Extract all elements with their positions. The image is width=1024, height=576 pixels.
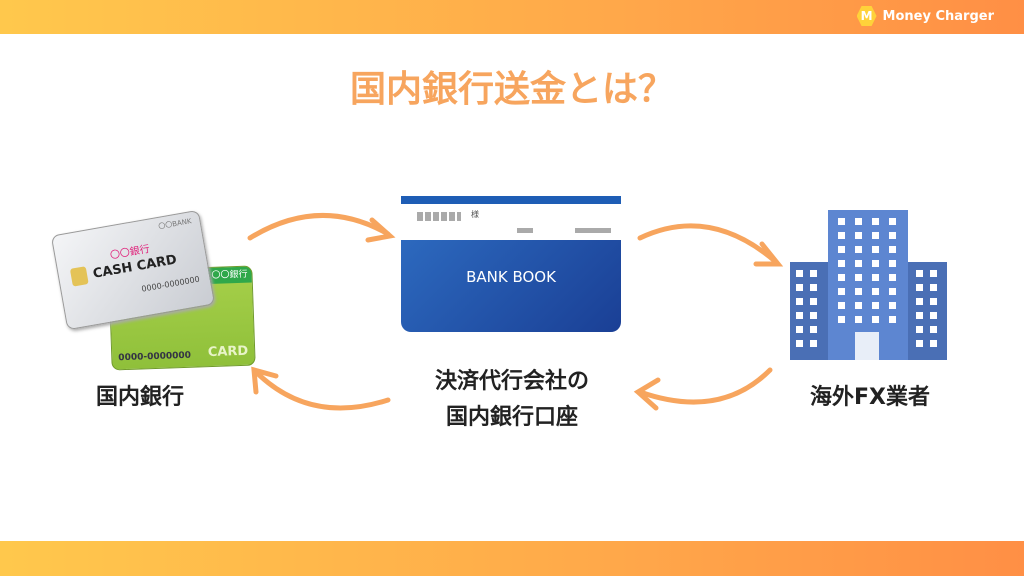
window xyxy=(796,298,803,305)
window xyxy=(855,232,862,239)
page-title: 国内銀行送金とは？ xyxy=(349,69,674,110)
window xyxy=(930,312,937,319)
window xyxy=(930,326,937,333)
label-agent-account: 決済代行会社の 国内銀行口座 xyxy=(392,364,632,436)
window xyxy=(838,218,845,225)
window xyxy=(889,316,896,323)
window xyxy=(810,340,817,347)
window xyxy=(796,340,803,347)
window xyxy=(930,298,937,305)
window xyxy=(872,316,879,323)
window xyxy=(916,326,923,333)
arrow-agent-to-bank xyxy=(253,369,391,411)
flow-arrows xyxy=(247,212,784,411)
window xyxy=(889,260,896,267)
book-text: BANK BOOK xyxy=(466,268,556,286)
arrow-fx-to-agent xyxy=(637,367,773,405)
window xyxy=(872,288,879,295)
window xyxy=(855,274,862,281)
logo-hex-icon: M xyxy=(856,6,877,26)
window xyxy=(838,302,845,309)
window xyxy=(838,246,845,253)
book-name-suffix: 様 xyxy=(471,210,479,219)
window xyxy=(796,284,803,291)
window xyxy=(810,312,817,319)
window xyxy=(855,302,862,309)
window xyxy=(889,246,896,253)
window xyxy=(810,270,817,277)
window xyxy=(810,298,817,305)
label-domestic-bank: 国内銀行 xyxy=(95,385,184,410)
arrow-agent-to-fx xyxy=(637,223,779,265)
logo-text: Money Charger xyxy=(882,8,994,24)
window xyxy=(855,218,862,225)
window xyxy=(855,288,862,295)
window xyxy=(838,232,845,239)
window xyxy=(930,284,937,291)
window xyxy=(855,260,862,267)
window xyxy=(872,218,879,225)
window xyxy=(796,270,803,277)
bottom-bar xyxy=(0,541,1024,576)
window xyxy=(916,298,923,305)
label-line2: 国内銀行口座 xyxy=(445,405,578,430)
window xyxy=(872,274,879,281)
window xyxy=(838,288,845,295)
window xyxy=(872,232,879,239)
window xyxy=(796,326,803,333)
window xyxy=(810,284,817,291)
window xyxy=(810,326,817,333)
arrow-bank-to-agent xyxy=(247,212,391,241)
window xyxy=(889,274,896,281)
window xyxy=(872,302,879,309)
window xyxy=(930,270,937,277)
top-bar xyxy=(0,0,1024,34)
window xyxy=(796,312,803,319)
window xyxy=(889,302,896,309)
window xyxy=(889,288,896,295)
window xyxy=(930,340,937,347)
window xyxy=(916,312,923,319)
label-overseas-fx: 海外FX業者 xyxy=(810,385,930,410)
window xyxy=(838,260,845,267)
window xyxy=(889,232,896,239)
window xyxy=(872,260,879,267)
logo: M Money Charger xyxy=(856,6,994,26)
window xyxy=(916,340,923,347)
window xyxy=(916,284,923,291)
window xyxy=(838,274,845,281)
window xyxy=(916,270,923,277)
label-line1: 決済代行会社の xyxy=(434,369,589,394)
building-icon xyxy=(790,210,947,360)
window xyxy=(855,246,862,253)
window xyxy=(872,246,879,253)
bank-book: 様 BANK BOOK xyxy=(401,196,621,332)
window xyxy=(889,218,896,225)
window xyxy=(855,316,862,323)
window xyxy=(838,316,845,323)
